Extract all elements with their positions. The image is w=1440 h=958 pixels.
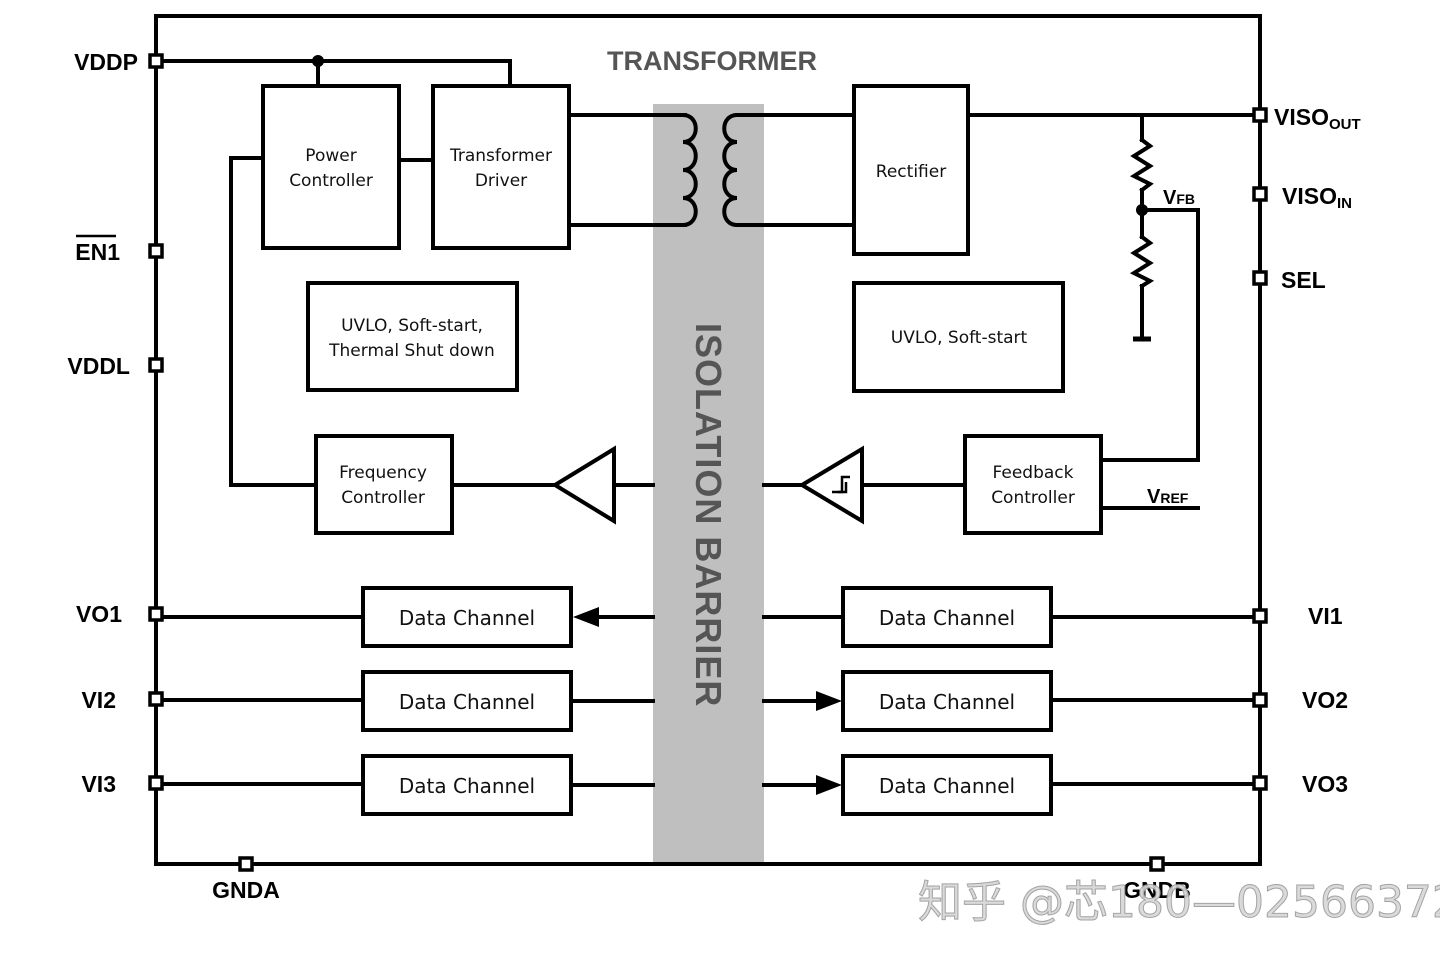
uvlo-primary-label-1: UVLO, Soft-start, [341, 316, 483, 336]
watermark-text: 知乎 @芯180—02566372 [918, 877, 1440, 928]
barrier-label: ISOLATION BARRIER [688, 323, 729, 707]
uvlo-primary-block [306, 281, 519, 392]
isolation-barrier [653, 104, 764, 862]
primary-coil-icon [680, 112, 698, 228]
package-outline [154, 14, 1262, 866]
pin-label: GNDB [1123, 877, 1191, 903]
pin-label: VO2 [1302, 687, 1348, 713]
pin-label: GNDA [212, 877, 280, 903]
feedback-controller-label-1: Feedback [993, 463, 1074, 483]
schmitt-trigger-icon [798, 445, 864, 525]
hysteresis-glyph-icon-2 [838, 482, 848, 494]
data-channel-block [361, 586, 573, 648]
arrow-right-icon [816, 775, 842, 795]
rectifier-label: Rectifier [876, 162, 946, 182]
uvlo-primary-label-2: Thermal Shut down [328, 341, 495, 361]
transformer-driver-label-1: Transformer [449, 146, 552, 166]
pin-label: VO1 [76, 601, 122, 627]
transformer-driver-block [431, 84, 571, 250]
vfb-label: VFB [1163, 187, 1195, 209]
resistor-bottom-icon [1129, 234, 1155, 289]
pin-vi1: VI1 [1252, 603, 1343, 629]
transformer-driver-label-2: Driver [475, 171, 527, 191]
pin-en1: EN1 [75, 234, 164, 265]
feedback-controller-label-2: Controller [991, 488, 1075, 508]
uvlo-secondary-label: UVLO, Soft-start [891, 328, 1028, 348]
buffer-icon [551, 445, 616, 525]
frequency-controller-label-1: Frequency [339, 463, 427, 483]
secondary-coil-icon [722, 112, 740, 228]
pin-vo2: VO2 [1252, 687, 1348, 713]
frequency-controller-label-2: Controller [341, 488, 425, 508]
uvlo-secondary-block [852, 281, 1065, 393]
data-channel-row-3: Data Channel Data Channel [158, 754, 1258, 816]
pin-label: VDDL [67, 353, 130, 379]
pin-sel: SEL [1252, 267, 1326, 293]
data-channel-block [361, 754, 573, 816]
pin-label: VDDP [74, 49, 138, 75]
resistor-top-icon [1129, 137, 1154, 193]
vddp-wire [158, 59, 512, 88]
pin-label: VISOOUT [1274, 104, 1361, 133]
pin-label: SEL [1281, 267, 1326, 293]
pin-vddl: VDDL [67, 353, 164, 379]
power-controller-label-1: Power [305, 146, 356, 166]
pin-label: VI1 [1308, 603, 1343, 629]
freq-to-pc-wire [229, 156, 318, 487]
pin-label: EN1 [75, 239, 120, 265]
data-channel-block [361, 670, 573, 732]
pin-label: VI3 [81, 771, 116, 797]
power-controller-block [261, 84, 401, 250]
rectifier-block [852, 84, 970, 256]
data-channel-label: Data Channel [399, 606, 535, 630]
pin-vddp: VDDP [74, 49, 164, 75]
pin-gndb: GNDB [1123, 856, 1191, 903]
data-channel-label: Data Channel [879, 774, 1015, 798]
hysteresis-glyph-icon [832, 475, 850, 494]
data-channel-label: Data Channel [399, 690, 535, 714]
vfb-wire [1099, 208, 1200, 462]
pin-label: VO3 [1302, 771, 1348, 797]
pin-vo1: VO1 [76, 601, 164, 627]
data-channel-label: Data Channel [399, 774, 535, 798]
pin-vi2: VI2 [81, 687, 164, 713]
pin-vi3: VI3 [81, 771, 164, 797]
pin-vo3: VO3 [1252, 771, 1348, 797]
pin-viso-in: VISOIN [1252, 183, 1352, 212]
junction-dot [312, 55, 324, 67]
pin-gnda: GNDA [212, 856, 280, 903]
transformer-title: TRANSFORMER [607, 46, 817, 76]
feedback-controller-block [963, 434, 1103, 535]
pin-viso-out: VISOOUT [1252, 104, 1361, 133]
arrow-left-icon [573, 607, 599, 627]
data-channel-label: Data Channel [879, 690, 1015, 714]
frequency-controller-block [314, 434, 454, 535]
data-channel-row-2: Data Channel Data Channel [158, 670, 1258, 732]
pin-label: VI2 [81, 687, 116, 713]
vref-label: VREF [1147, 486, 1189, 508]
pin-label: VISOIN [1282, 183, 1352, 212]
arrow-right-icon [816, 691, 842, 711]
power-controller-label-2: Controller [289, 171, 373, 191]
data-channel-row-1: Data Channel Data Channel [158, 586, 1258, 648]
data-channel-label: Data Channel [879, 606, 1015, 630]
